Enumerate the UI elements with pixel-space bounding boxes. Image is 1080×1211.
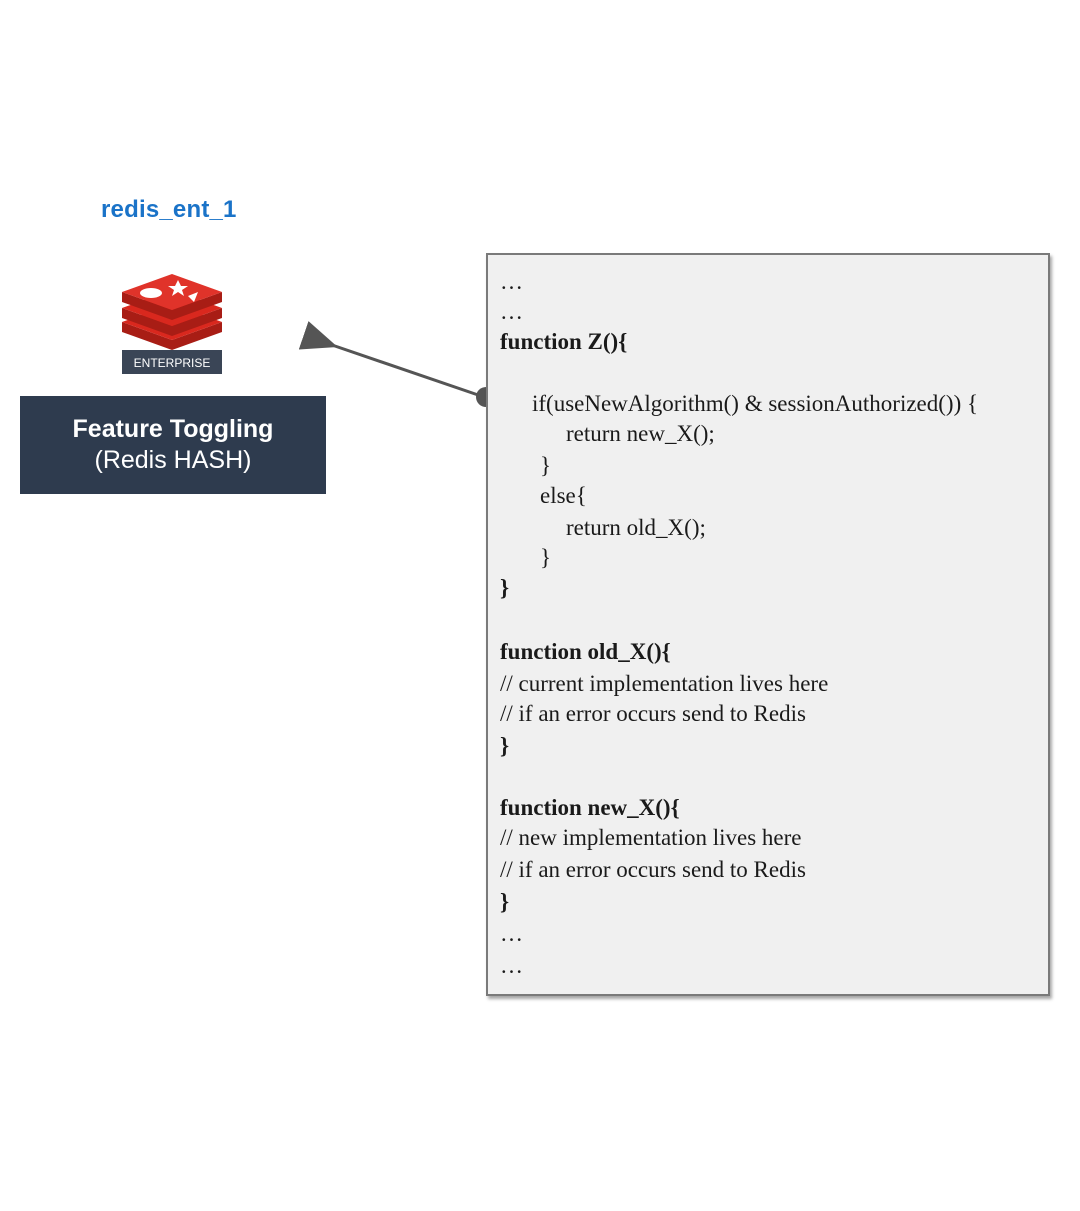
code-line: } [500,733,510,758]
redis-enterprise-logo: ENTERPRISE [122,274,222,374]
code-line: // new implementation lives here [500,825,802,850]
code-line: if(useNewAlgorithm() & sessionAuthorized… [532,391,979,416]
code-line: // if an error occurs send to Redis [500,701,806,726]
code-line: return new_X(); [566,421,715,446]
enterprise-badge-text: ENTERPRISE [134,356,211,370]
feature-box-subtitle: (Redis HASH) [94,446,252,474]
code-line: function Z(){ [500,329,628,354]
feature-toggling-box: Feature Toggling (Redis HASH) [20,396,326,494]
code-line: } [500,575,510,600]
code-line: return old_X(); [566,515,706,540]
feature-box-title: Feature Toggling [72,415,274,443]
code-line: … [500,921,523,946]
code-line: … [500,269,523,294]
code-line: // current implementation lives here [500,671,829,696]
code-line: } [540,545,552,570]
code-line: else{ [540,483,587,508]
arrow-line [298,321,485,399]
code-panel: … … function Z(){ if(useNewAlgorithm() & se… [486,253,1050,996]
code-line: } [500,889,510,914]
code-line: … [500,299,523,324]
code-line: } [540,453,552,478]
node-label: redis_ent_1 [101,196,237,223]
code-line: … [500,953,523,978]
code-line: function old_X(){ [500,639,671,664]
code-line: // if an error occurs send to Redis [500,857,806,882]
code-line: function new_X(){ [500,795,680,820]
